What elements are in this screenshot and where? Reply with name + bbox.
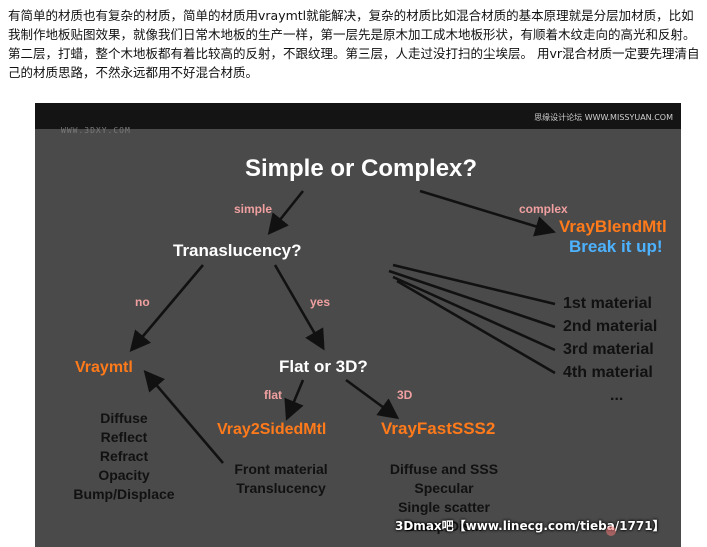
fast-sss-prop: Diffuse and SSS [389,461,499,477]
vrayfastsss2-node: VrayFastSSS2 [381,419,496,438]
edge-label-no: no [135,295,150,309]
vray2sidedmtl-node: Vray2SidedMtl [217,421,327,438]
diagram-title: Simple or Complex? [245,155,478,182]
edge-label-complex: complex [519,202,568,216]
fast-sss-prop: Single scatter [398,499,490,515]
vraymtl-prop: Reflect [100,429,148,445]
vraymtl-prop: Diffuse [100,410,148,426]
arrow-complex [419,189,556,237]
flat-or-3d-question: Flat or 3D? [279,357,368,376]
intro-paragraph: 有简单的材质也有复杂的材质，简单的材质用vraymtl就能解决，复杂的材质比如混… [8,8,700,80]
break-it-up-label: Break it up! [569,237,663,256]
two-sided-prop: Front material [234,461,328,477]
two-sided-prop: Translucency [236,480,326,496]
watermark-logo-icon [606,526,616,536]
watermark-left: WWW.3DXY.COM [61,126,131,135]
arrow-no [129,264,204,352]
material-item: 4th material [563,364,653,381]
vraymtl-node: Vraymtl [75,359,133,376]
vraymtl-prop: Refract [99,448,149,464]
vrayblendmtl-node: VrayBlendMtl [559,217,667,236]
watermark-right: 思缘设计论坛 WWW.MISSYUAN.COM [534,113,673,122]
arrow-mat-4 [396,279,556,375]
vrayfastsss2-properties: Diffuse and SSS Specular Single scatter … [375,460,513,536]
material-item: 1st material [563,295,652,312]
material-list: 1st material 2nd material 3rd material 4… [563,292,657,407]
arrow-yes [273,264,325,351]
diagram-slide: WWW.3DXY.COM 思缘设计论坛 WWW.MISSYUAN.COM Sim… [35,103,681,547]
edge-label-simple: simple [234,202,273,216]
arrow-mat-1 [392,263,556,306]
material-item: 2nd material [563,318,658,335]
slide-top-bar [35,103,681,129]
arrow-mat-2 [388,269,556,329]
footer-watermark: 3Dmax吧【www.linecg.com/tieba/1771】 [395,519,665,533]
fast-sss-prop: Specular [414,480,474,496]
diagram-arrows [129,189,556,464]
arrow-front-to-vraymtl [143,370,224,464]
edge-label-flat: flat [264,388,282,402]
fast-sss-prop: Bump/Dis... [405,518,483,534]
material-item: ... [610,387,624,404]
arrow-mat-3 [392,275,556,352]
arrow-flat [284,379,305,421]
vraymtl-properties: Diffuse Reflect Refract Opacity Bump/Dis… [65,409,183,504]
translucency-question: Tranaslucency? [173,241,302,260]
arrow-3d [345,378,400,420]
vray2sidedmtl-properties: Front material Translucency [221,460,341,498]
material-item: 3rd material [563,341,654,358]
vraymtl-prop: Opacity [98,467,150,483]
edge-label-yes: yes [310,295,331,309]
edge-label-3d: 3D [397,388,413,402]
arrow-simple [267,190,305,236]
vraymtl-prop: Bump/Displace [73,486,175,502]
